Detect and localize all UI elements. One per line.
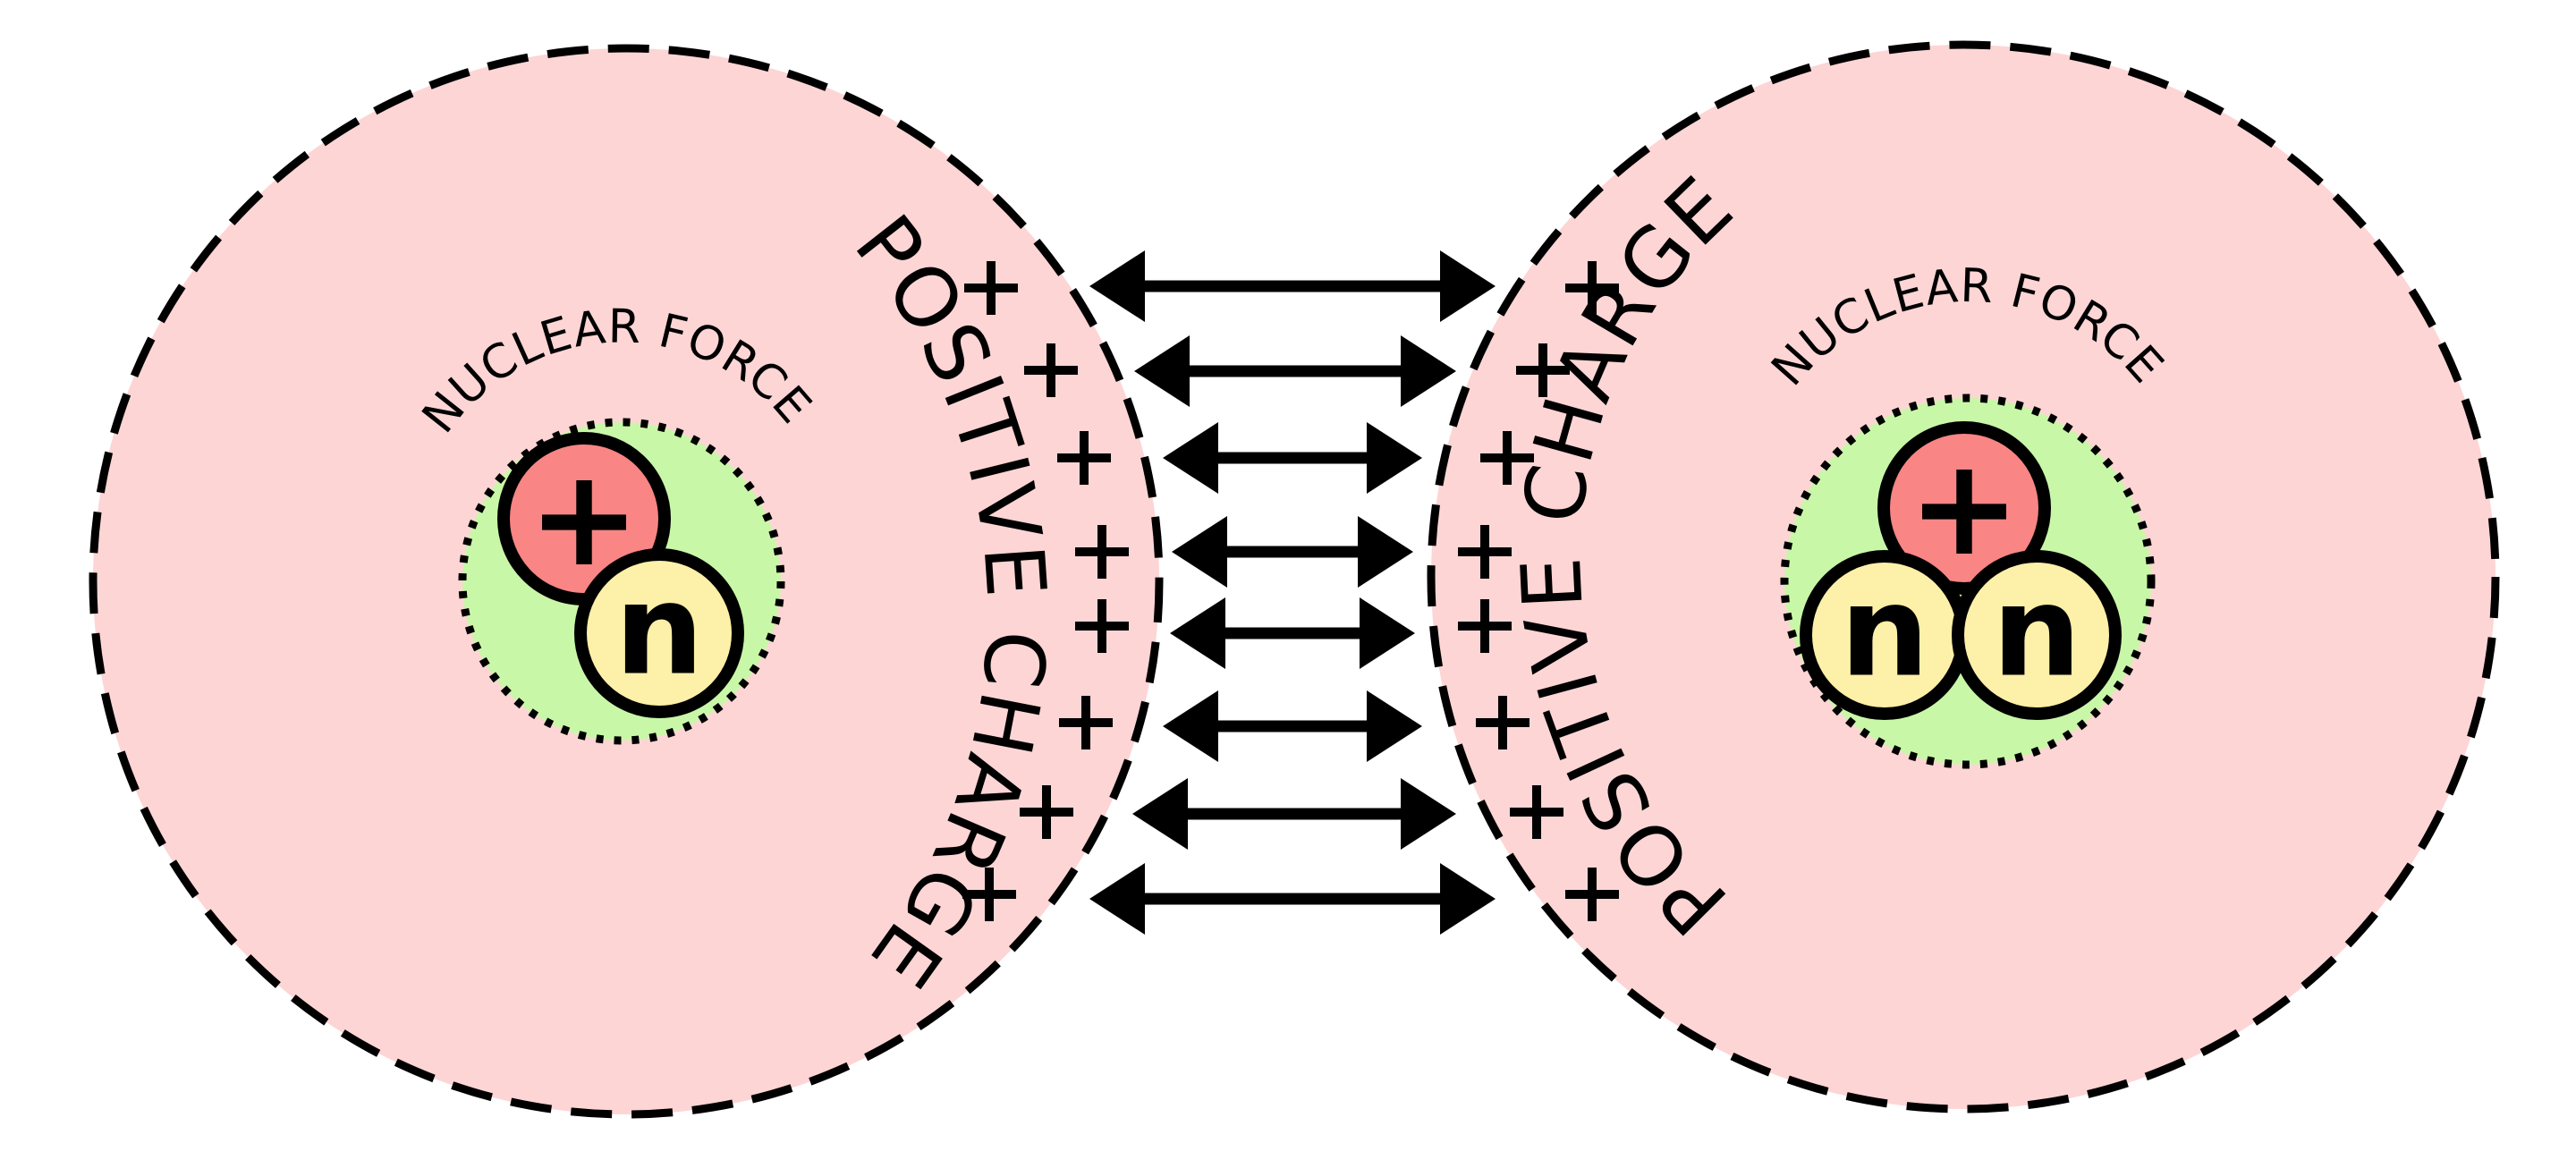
right-neutron-1: n	[1800, 550, 1970, 720]
plus-charge	[1510, 785, 1563, 839]
plus-charge	[1458, 525, 1512, 579]
left-neutron: n	[574, 548, 744, 718]
right-plus-charges	[1458, 261, 1619, 921]
right-neutron-1-symbol: n	[1840, 560, 1929, 706]
plus-charge	[1075, 599, 1129, 653]
plus-charge	[1565, 868, 1619, 921]
repulsion-arrow	[1163, 690, 1422, 762]
plus-charge	[1565, 261, 1619, 315]
plus-charge	[1075, 525, 1129, 579]
right-neutron-2: n	[1952, 550, 2122, 720]
plus-charge	[1057, 431, 1111, 485]
plus-charge	[1516, 343, 1570, 397]
plus-charge	[1480, 431, 1534, 485]
repulsion-arrow	[1089, 863, 1496, 935]
plus-charge	[962, 868, 1016, 921]
left-atom: NUCLEAR FORCE + n POSITIVE CHARGE	[89, 44, 1164, 1119]
repulsion-arrows	[1089, 250, 1496, 935]
plus-charge	[964, 261, 1018, 315]
left-neutron-symbol: n	[614, 558, 704, 704]
plus-charge	[1024, 343, 1078, 397]
repulsion-arrow	[1172, 516, 1413, 588]
right-neutron-2-symbol: n	[1992, 560, 2081, 706]
plus-charge	[1020, 785, 1073, 839]
repulsion-arrow	[1132, 778, 1456, 850]
repulsion-arrow	[1089, 250, 1496, 322]
repulsion-arrow	[1134, 335, 1456, 407]
repulsion-arrow	[1170, 597, 1415, 669]
repulsion-arrow	[1163, 422, 1422, 494]
plus-charge	[1458, 599, 1512, 653]
left-plus-charges	[962, 261, 1129, 921]
plus-charge	[1059, 696, 1113, 749]
plus-charge	[1476, 696, 1530, 749]
right-proton: +	[1877, 421, 2051, 595]
right-atom: NUCLEAR FORCE + n n POSITIVE CHARGE	[1427, 40, 2500, 1113]
